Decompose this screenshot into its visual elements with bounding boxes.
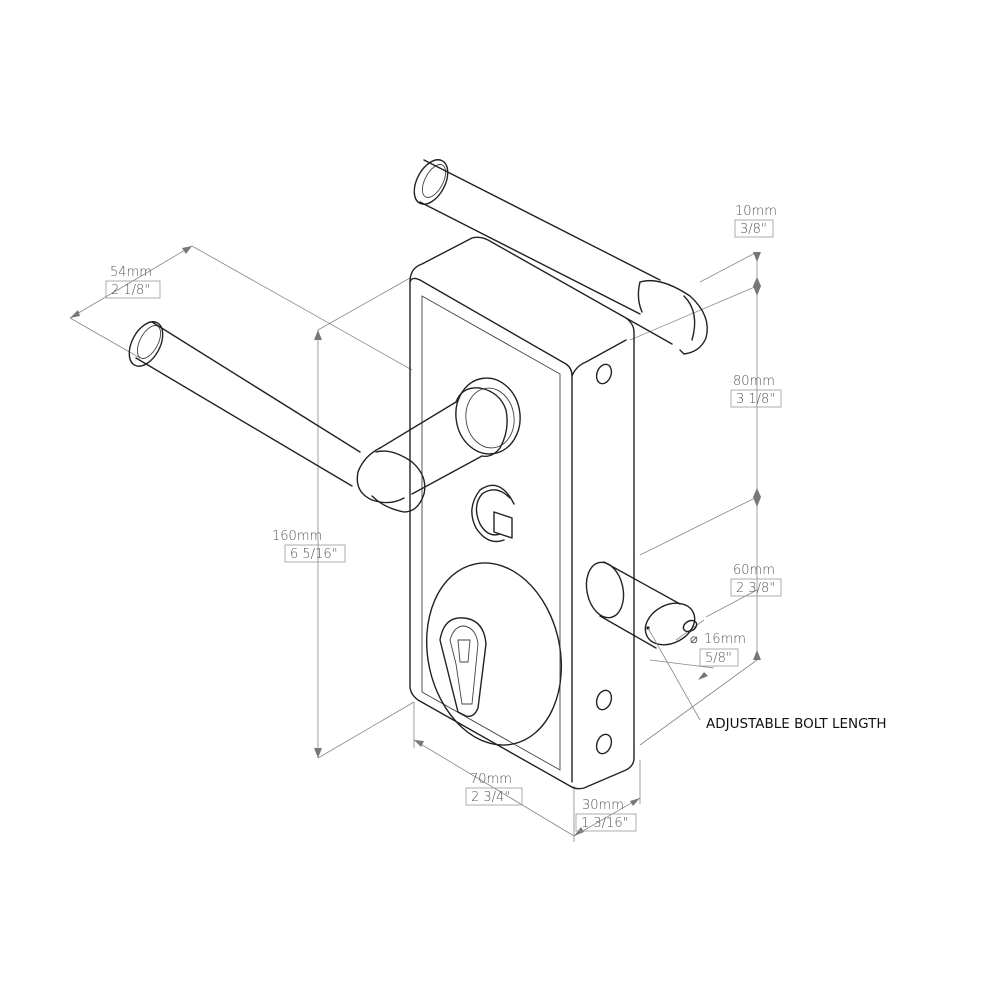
lock-body (409, 236, 635, 790)
dim-label-handle-to-bolt: 80mm 3 1/8" (730, 374, 782, 408)
callout-adjustable-bolt: ADJUSTABLE BOLT LENGTH (706, 716, 886, 732)
dim-handle-to-bolt-imperial: 3 1/8" (736, 392, 775, 407)
dim-width-metric: 70mm (470, 772, 512, 787)
dim-height-metric: 160mm (272, 529, 322, 544)
dimension-lines (69, 245, 761, 842)
dim-bolt-projection-imperial: 2 3/8" (736, 581, 775, 596)
bolt (585, 561, 701, 721)
dim-label-width: 70mm 2 3/4" (465, 772, 523, 806)
dim-bolt-diameter-imperial: 5/8" (705, 651, 732, 666)
dim-height-imperial: 6 5/16" (290, 547, 338, 562)
dim-depth-metric: 30mm (582, 798, 624, 813)
brand-logo-icon (471, 484, 515, 543)
dim-width-imperial: 2 3/4" (471, 790, 510, 805)
dim-bolt-projection-metric: 60mm (733, 563, 775, 578)
dim-label-top-offset: 10mm 3/8" (734, 204, 777, 238)
diameter-symbol: ⌀ (690, 632, 698, 647)
dim-label-height: 160mm 6 5/16" (272, 529, 346, 563)
dim-label-bolt-diameter: ⌀ 16mm 5/8" (690, 632, 746, 667)
front-handle (128, 321, 521, 513)
dim-label-bolt-projection: 60mm 2 3/8" (730, 563, 782, 597)
dim-handle-length-imperial: 2 1/8" (111, 283, 150, 298)
dim-bolt-diameter-metric: 16mm (704, 632, 746, 647)
dim-top-offset-imperial: 3/8" (740, 222, 767, 237)
back-handle (413, 159, 708, 355)
dim-depth-imperial: 1 3/16" (581, 816, 629, 831)
dim-top-offset-metric: 10mm (735, 204, 777, 219)
cylinder-keyhole (425, 562, 563, 746)
dim-handle-to-bolt-metric: 80mm (733, 374, 775, 389)
dim-label-depth: 30mm 1 3/16" (575, 798, 637, 832)
dim-label-handle-length: 54mm 2 1/8" (105, 265, 161, 299)
dim-handle-length-metric: 54mm (110, 265, 152, 280)
